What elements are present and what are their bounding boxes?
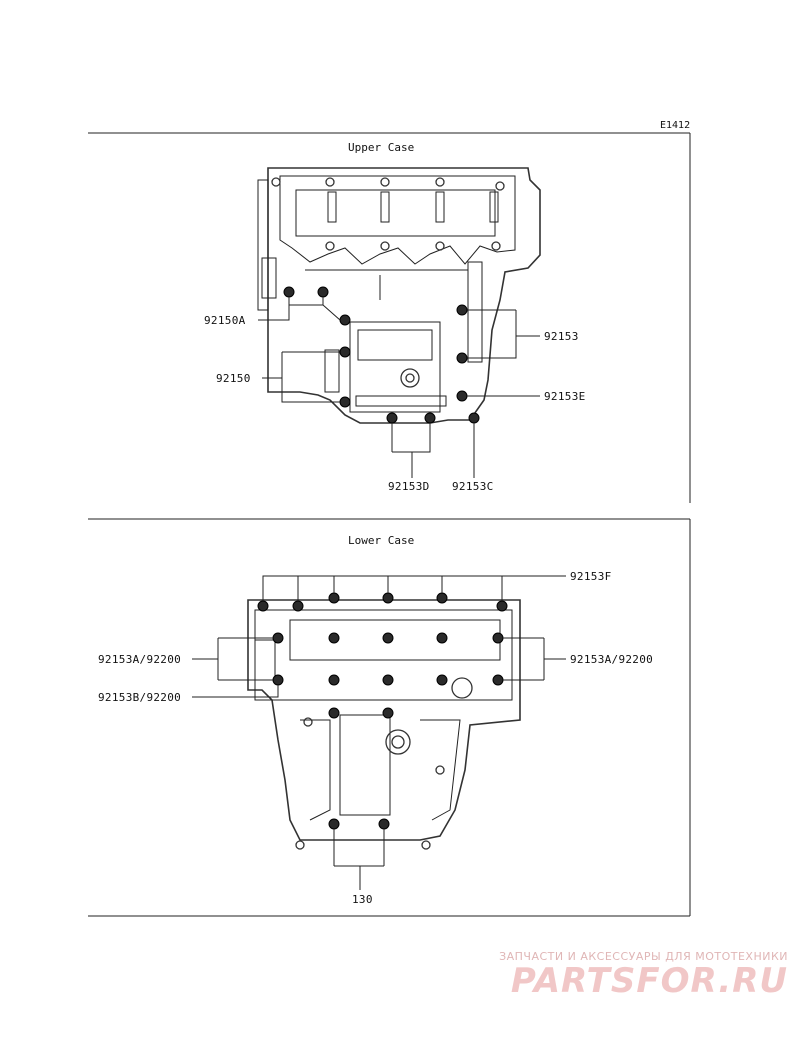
upper-case-title: Upper Case: [348, 141, 414, 154]
callout-92153a-92200-right: 92153A/92200: [570, 653, 653, 666]
upper-panel-frame: [88, 132, 691, 503]
watermark-logo: PARTSFOR.RU: [510, 961, 788, 1001]
lower-case-title: Lower Case: [348, 534, 414, 547]
callout-92153e: 92153E: [544, 390, 586, 403]
callout-130: 130: [352, 893, 373, 906]
figure-code: E1412: [660, 120, 690, 131]
callout-92153d: 92153D: [388, 480, 430, 493]
upper-callouts: 92150A 92150 92153 92153E 92153D 92153C: [204, 314, 586, 493]
watermark: ЗАПЧАСТИ И АКСЕССУАРЫ ДЛЯ МОТОТЕХНИКИ PA…: [499, 950, 788, 1001]
lower-case-drawing: [247, 592, 521, 850]
callout-92153c: 92153C: [452, 480, 494, 493]
lower-panel-frame: [88, 518, 691, 917]
callout-92153f: 92153F: [570, 570, 612, 583]
callout-92153: 92153: [544, 330, 579, 343]
lower-callout-leaders: [192, 575, 566, 890]
upper-callout-leaders: [258, 297, 540, 478]
callout-92150a: 92150A: [204, 314, 246, 327]
callout-92153b-92200: 92153B/92200: [98, 691, 181, 704]
watermark-tagline: ЗАПЧАСТИ И АКСЕССУАРЫ ДЛЯ МОТОТЕХНИКИ: [499, 950, 788, 963]
lower-callouts: 92153F 92153A/92200 92153A/92200 92153B/…: [98, 570, 653, 906]
upper-case-drawing: [257, 167, 541, 424]
callout-92153a-92200-left: 92153A/92200: [98, 653, 181, 666]
callout-92150: 92150: [216, 372, 251, 385]
